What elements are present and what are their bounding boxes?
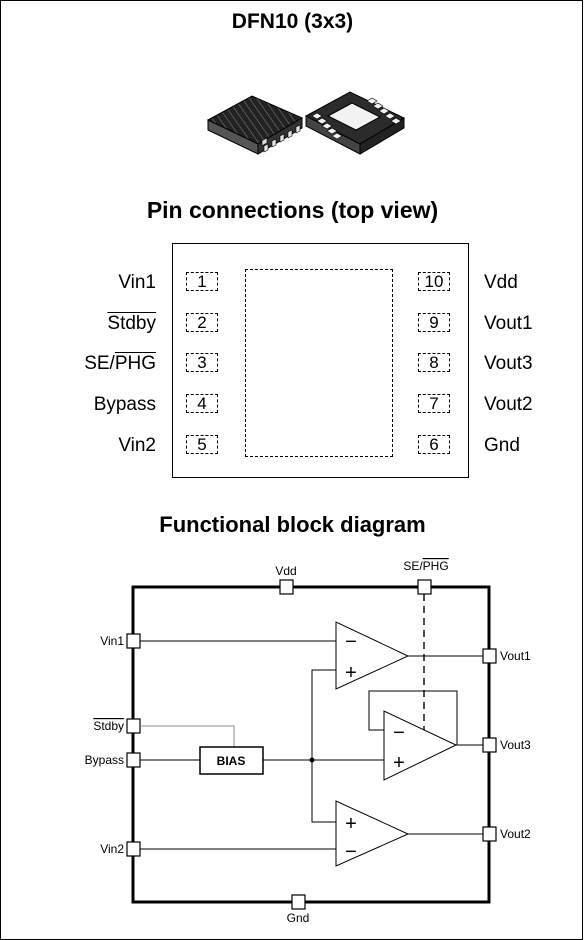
package-illustration <box>206 91 406 155</box>
opamp-3 <box>383 710 458 781</box>
vin1-pad <box>126 633 141 649</box>
pin-box-1: 1 <box>186 272 218 291</box>
pin-label-vdd: Vdd <box>484 272 518 293</box>
vout2-label: Vout2 <box>500 827 531 841</box>
vout3-label: Vout3 <box>500 738 531 752</box>
opamp-3-minus: − <box>393 722 405 744</box>
bypass-label: Bypass <box>85 753 124 767</box>
pin-label-phg-overline: PHG <box>114 353 156 374</box>
stdby-pad <box>126 718 141 734</box>
pin-label-vout3: Vout3 <box>484 353 533 374</box>
chip-top-side <box>206 95 304 155</box>
pin-label-vin1: Vin1 <box>118 272 156 293</box>
pin-box-6: 6 <box>418 435 450 454</box>
se-prefix: SE/ <box>403 559 423 573</box>
pin-label-vout1: Vout1 <box>484 313 533 334</box>
pin-box-7: 7 <box>418 394 450 413</box>
block-diagram-title: Functional block diagram <box>159 512 426 537</box>
pinout-title: Pin connections (top view) <box>146 197 439 223</box>
pin-box-2: 2 <box>186 313 218 332</box>
vdd-pad <box>279 579 294 595</box>
vdd-label: Vdd <box>275 564 296 578</box>
opamp-1-minus: − <box>345 631 357 653</box>
pin-box-3: 3 <box>186 353 218 372</box>
vin2-label: Vin2 <box>100 842 124 856</box>
vout3-pad <box>482 737 497 753</box>
opamp-1 <box>335 621 410 690</box>
se-phg-pad <box>417 579 432 595</box>
bypass-pad <box>126 752 141 768</box>
gnd-label: Gnd <box>287 911 310 925</box>
opamp-3-plus: + <box>393 752 405 774</box>
gnd-pad <box>291 894 306 910</box>
pin-box-5: 5 <box>186 435 218 454</box>
pin-box-10: 10 <box>418 272 450 291</box>
pin-label-stdby: Stdby <box>107 313 156 334</box>
pin-label-bypass: Bypass <box>93 394 156 415</box>
opamp-2-plus: + <box>345 813 357 835</box>
pinout-package-outline <box>172 243 469 478</box>
pin-label-vin2: Vin2 <box>118 435 156 456</box>
phg-overline: PHG <box>423 559 449 573</box>
vin1-label: Vin1 <box>100 634 124 648</box>
bias-label: BIAS <box>217 754 246 768</box>
pin-box-8: 8 <box>418 353 450 372</box>
pin-label-se-prefix: SE/ <box>84 353 115 374</box>
pinout-exposed-pad <box>245 269 393 457</box>
pin-label-se-phg: SE/PHG <box>6 353 156 375</box>
vout1-pad <box>482 648 497 664</box>
pin-label-gnd: Gnd <box>484 435 520 456</box>
block-diagram: Vdd SE/PHG Vin1 − + Vout1 − + Vout3 Stdb… <box>85 559 531 925</box>
pin-box-4: 4 <box>186 394 218 413</box>
pin-label-vout2: Vout2 <box>484 394 533 415</box>
stdby-label: Stdby <box>93 719 124 733</box>
package-title: DFN10 (3x3) <box>231 10 354 33</box>
opamp-2-minus: − <box>345 841 357 863</box>
chip-bottom-side <box>304 91 406 155</box>
opamp-2 <box>335 800 410 867</box>
vout1-label: Vout1 <box>500 649 531 663</box>
vout2-pad <box>482 826 497 842</box>
se-phg-label: SE/PHG <box>403 559 448 573</box>
vin2-pad <box>126 841 141 857</box>
bias-block <box>199 746 264 775</box>
opamp-1-plus: + <box>345 662 357 684</box>
pin-box-9: 9 <box>418 313 450 332</box>
